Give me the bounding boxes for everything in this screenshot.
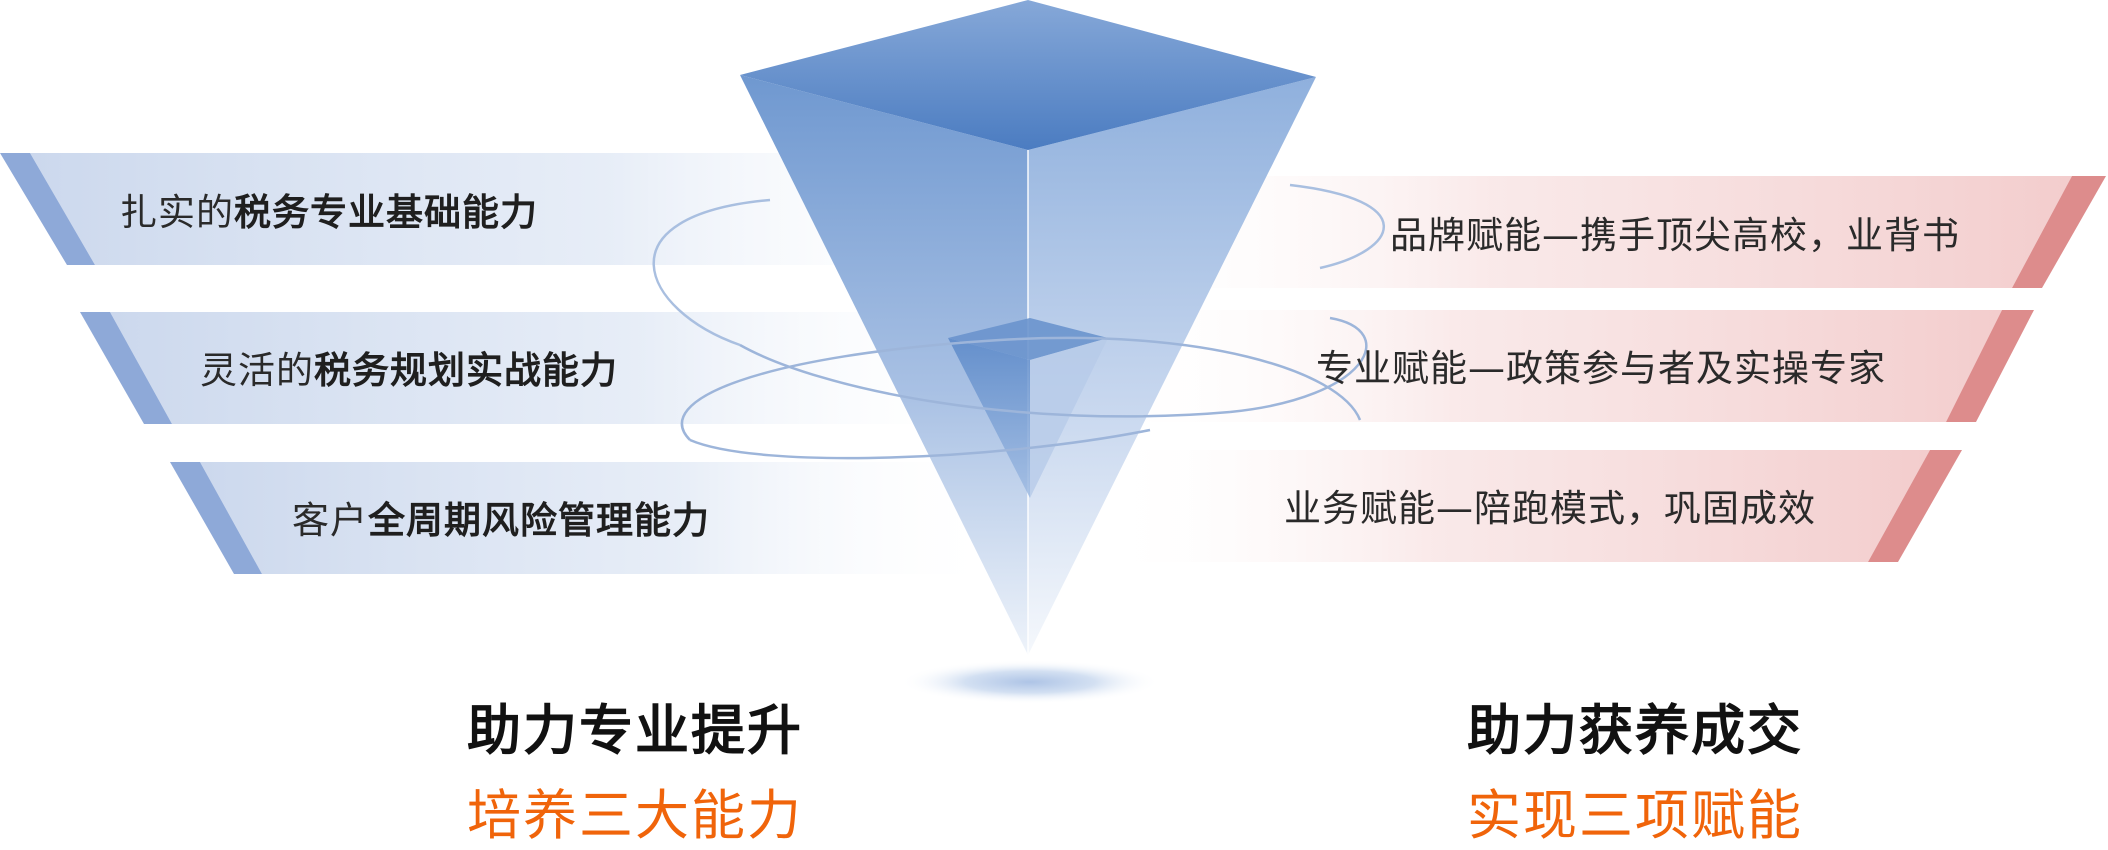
orbit-back <box>652 183 1385 347</box>
right-item-3: 业务赋能—陪跑模式，巩固成效 <box>1284 487 1816 530</box>
left-item-3-bold: 全周期风险管理能力 <box>368 499 710 542</box>
right-caption-subtitle: 实现三项赋能 <box>1467 784 1803 847</box>
diagram-graphics <box>0 0 2106 704</box>
right-band-3 <box>1100 450 1962 562</box>
orbit-front <box>680 316 1368 460</box>
left-caption-title: 助力专业提升 <box>467 699 803 762</box>
pyramid-shadow <box>900 660 1160 704</box>
left-item-3-plain: 客户 <box>292 499 368 542</box>
right-band-2 <box>1100 310 2034 422</box>
right-item-2: 专业赋能—政策参与者及实操专家 <box>1316 347 1886 390</box>
left-item-2-bold: 税务规划实战能力 <box>314 349 618 392</box>
right-band-1 <box>1100 176 2106 288</box>
left-band-3 <box>170 462 1000 574</box>
left-band-2 <box>80 312 1000 424</box>
left-item-1-bold: 税务专业基础能力 <box>234 191 538 234</box>
left-caption-subtitle: 培养三大能力 <box>467 784 803 847</box>
left-item-2: 灵活的税务规划实战能力 <box>200 340 618 394</box>
left-item-2-plain: 灵活的 <box>200 349 314 392</box>
left-caption: 助力专业提升 培养三大能力 <box>455 686 815 850</box>
right-item-1: 品牌赋能—携手顶尖高校，业背书 <box>1390 214 1960 257</box>
left-item-3: 客户全周期风险管理能力 <box>292 490 710 544</box>
inverted-pyramid <box>740 0 1316 655</box>
left-band-1 <box>0 153 1000 265</box>
right-caption: 助力获养成交 实现三项赋能 <box>1455 686 1815 850</box>
left-item-1: 扎实的税务专业基础能力 <box>120 182 538 236</box>
right-caption-title: 助力获养成交 <box>1467 699 1803 762</box>
left-item-1-plain: 扎实的 <box>120 191 234 234</box>
